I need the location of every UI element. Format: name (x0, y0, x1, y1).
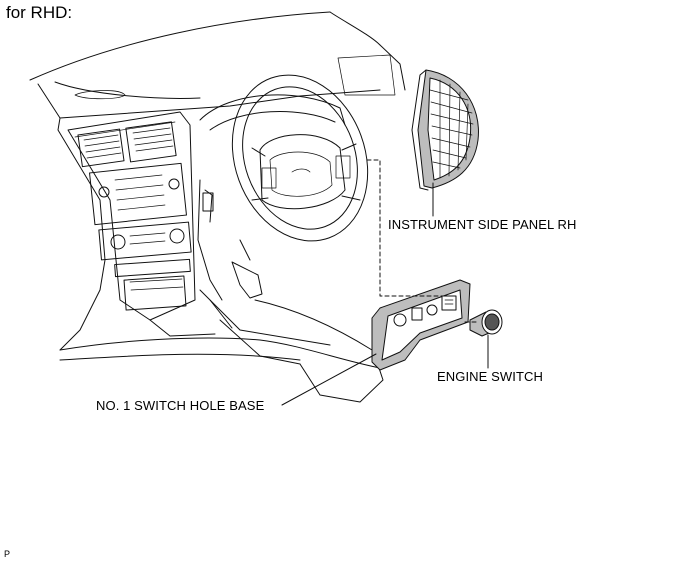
instrument-cluster (199, 94, 346, 131)
steering-column (197, 179, 263, 301)
steering-wheel (231, 74, 369, 242)
engine-switch-label: ENGINE SWITCH (437, 369, 544, 384)
switch-hole-base-label: NO. 1 SWITCH HOLE BASE (96, 398, 265, 413)
figure-code: P (4, 549, 11, 559)
leader-lines (281, 182, 489, 406)
center-console (67, 111, 196, 321)
engine-switch-part (469, 309, 503, 337)
instrument-side-panel-part (411, 69, 479, 191)
instrument-side-panel-label: INSTRUMENT SIDE PANEL RH (388, 217, 577, 232)
assembly-guide-lines (366, 159, 479, 323)
switch-hole-base-part (371, 279, 471, 371)
diagram-title: for RHD: (6, 3, 73, 22)
